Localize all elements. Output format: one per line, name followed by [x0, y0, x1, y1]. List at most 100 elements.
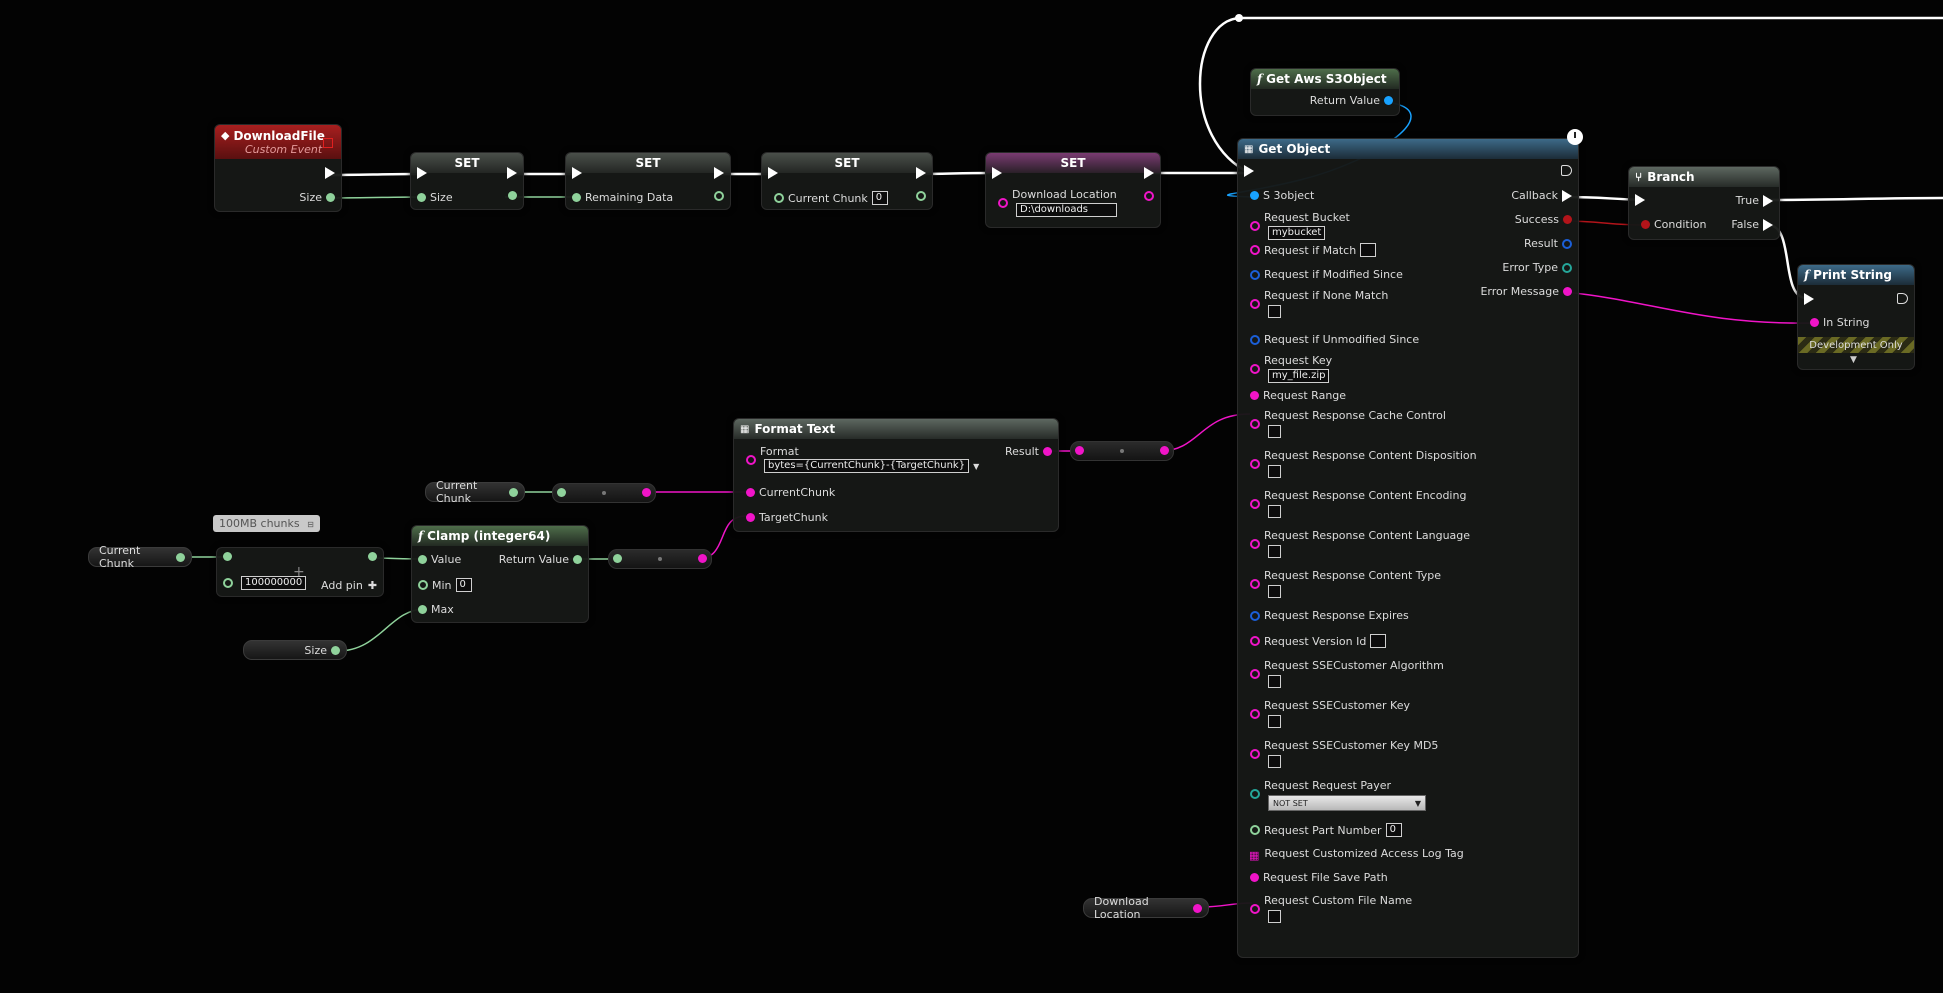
- exec-in-pin[interactable]: [768, 167, 778, 179]
- input-pin[interactable]: [1250, 669, 1260, 679]
- exec-out-open-pin[interactable]: [1897, 293, 1908, 304]
- conversion-input-pin[interactable]: [613, 554, 622, 563]
- input-pin[interactable]: [1250, 364, 1260, 374]
- current-chunk-output-pin[interactable]: [509, 487, 518, 497]
- return-value-output-pin[interactable]: [573, 555, 582, 564]
- multiply-node[interactable]: + 100000000 Add pin ✚: [216, 547, 384, 597]
- input-pin[interactable]: [1250, 636, 1260, 646]
- download-location-output-pin[interactable]: [1193, 903, 1202, 913]
- input-value-field[interactable]: [1360, 243, 1377, 257]
- conversion-output-pin[interactable]: [698, 554, 707, 563]
- input-checkbox[interactable]: [1268, 305, 1281, 318]
- target-chunk-input-pin[interactable]: [746, 513, 755, 522]
- input-pin[interactable]: [1250, 499, 1260, 509]
- input-checkbox[interactable]: [1268, 425, 1281, 438]
- input-checkbox[interactable]: [1268, 585, 1281, 598]
- input-pin[interactable]: [1250, 539, 1260, 549]
- format-text-node[interactable]: ▦ Format Text Format bytes={CurrentChunk…: [733, 418, 1059, 532]
- exec-in-pin[interactable]: [1244, 165, 1254, 177]
- size-output-pin[interactable]: [331, 645, 340, 655]
- format-input-pin[interactable]: [746, 455, 756, 465]
- request-payer-dropdown[interactable]: NOT SET▼: [1268, 795, 1426, 811]
- remaining-data-input-pin[interactable]: [572, 193, 581, 202]
- set-current-chunk-node[interactable]: SET Current Chunk 0: [761, 152, 933, 210]
- max-input-pin[interactable]: [418, 605, 427, 614]
- min-value-field[interactable]: 0: [455, 578, 472, 592]
- input-pin[interactable]: [1250, 579, 1260, 589]
- exec-out-pin[interactable]: [714, 167, 724, 179]
- exec-in-pin[interactable]: [1635, 194, 1645, 206]
- b-input-pin[interactable]: [223, 578, 233, 588]
- branch-node[interactable]: ⑂ Branch Condition True False: [1628, 166, 1780, 240]
- input-pin[interactable]: [1250, 749, 1260, 759]
- input-checkbox[interactable]: [1268, 505, 1281, 518]
- size-getter[interactable]: Size: [243, 640, 347, 660]
- input-pin[interactable]: [1250, 191, 1259, 200]
- exec-in-pin[interactable]: [572, 167, 582, 179]
- exec-out-pin[interactable]: [325, 167, 335, 179]
- exec-in-pin[interactable]: [1804, 293, 1814, 305]
- output-pin[interactable]: [1562, 189, 1572, 202]
- current-chunk-value-field[interactable]: 0: [871, 191, 888, 205]
- output-pin[interactable]: [1563, 215, 1572, 224]
- input-value-field[interactable]: [1370, 634, 1387, 648]
- false-exec-pin[interactable]: [1763, 218, 1773, 231]
- set-size-node[interactable]: SET Size: [410, 152, 524, 210]
- exec-in-pin[interactable]: [992, 167, 1002, 179]
- current-chunk-input-pin[interactable]: [746, 488, 755, 497]
- exec-out-pin[interactable]: [1144, 167, 1154, 179]
- conversion-output-pin[interactable]: [1160, 446, 1169, 455]
- exec-out-pin[interactable]: [507, 167, 517, 179]
- current-chunk-output-pin[interactable]: [916, 191, 926, 201]
- clamp-node[interactable]: f Clamp (integer64) Value Return Value M…: [411, 525, 589, 623]
- input-pin[interactable]: [1250, 873, 1259, 882]
- input-pin[interactable]: [1250, 299, 1260, 309]
- get-aws-s3object-node[interactable]: f Get Aws S3Object Return Value: [1250, 68, 1400, 116]
- set-remaining-data-node[interactable]: SET Remaining Data: [565, 152, 731, 210]
- input-pin[interactable]: [1250, 270, 1260, 280]
- input-checkbox[interactable]: [1268, 675, 1281, 688]
- remaining-data-output-pin[interactable]: [714, 191, 724, 201]
- input-pin[interactable]: [1250, 221, 1260, 231]
- size-output-pin[interactable]: [508, 191, 517, 200]
- int-to-string-conversion-node[interactable]: [552, 483, 656, 503]
- input-pin[interactable]: [1250, 611, 1260, 621]
- current-chunk-input-pin[interactable]: [774, 193, 784, 203]
- input-value-field[interactable]: mybucket: [1268, 226, 1326, 240]
- input-pin[interactable]: [1250, 789, 1260, 799]
- expand-chevron-icon[interactable]: ▼: [1850, 355, 1857, 365]
- input-pin[interactable]: [1250, 245, 1260, 255]
- s3object-output-pin[interactable]: [1384, 96, 1393, 105]
- input-pin[interactable]: [1250, 391, 1259, 400]
- result-output-pin[interactable]: [368, 552, 377, 561]
- pin-comment-icon[interactable]: ⊟: [307, 520, 314, 529]
- download-location-input-pin[interactable]: [998, 198, 1008, 208]
- input-value-field[interactable]: my_file.zip: [1268, 369, 1330, 383]
- current-chunk-getter[interactable]: Current Chunk: [88, 544, 192, 570]
- print-string-node[interactable]: f Print String In String Development Onl…: [1797, 264, 1915, 370]
- min-input-pin[interactable]: [418, 580, 428, 590]
- int-to-string-conversion-node-2[interactable]: [608, 549, 712, 569]
- download-file-event-node[interactable]: ◆ DownloadFile Custom Event Size: [214, 124, 342, 212]
- input-pin[interactable]: [1250, 419, 1260, 429]
- output-pin[interactable]: [1562, 238, 1572, 249]
- value-input-pin[interactable]: [418, 555, 427, 564]
- event-delegate-pin[interactable]: [323, 138, 333, 148]
- download-location-value-field[interactable]: D:\downloads: [1016, 203, 1117, 217]
- add-pin-plus-icon[interactable]: ✚: [367, 579, 378, 592]
- conversion-output-pin[interactable]: [642, 488, 651, 497]
- conversion-input-pin[interactable]: [1075, 446, 1084, 455]
- true-exec-pin[interactable]: [1763, 194, 1773, 207]
- in-string-input-pin[interactable]: [1810, 318, 1819, 327]
- size-input-pin[interactable]: [417, 193, 426, 202]
- a-input-pin[interactable]: [223, 552, 232, 561]
- input-checkbox[interactable]: [1268, 715, 1281, 728]
- input-pin[interactable]: [1250, 825, 1260, 835]
- set-download-location-node[interactable]: SET Download Location D:\downloads: [985, 152, 1161, 228]
- current-chunk-getter-2[interactable]: Current Chunk: [425, 479, 525, 505]
- input-checkbox[interactable]: [1268, 755, 1281, 768]
- exec-in-pin[interactable]: [417, 167, 427, 179]
- result-output-pin[interactable]: [1043, 447, 1052, 456]
- conversion-input-pin[interactable]: [557, 488, 566, 497]
